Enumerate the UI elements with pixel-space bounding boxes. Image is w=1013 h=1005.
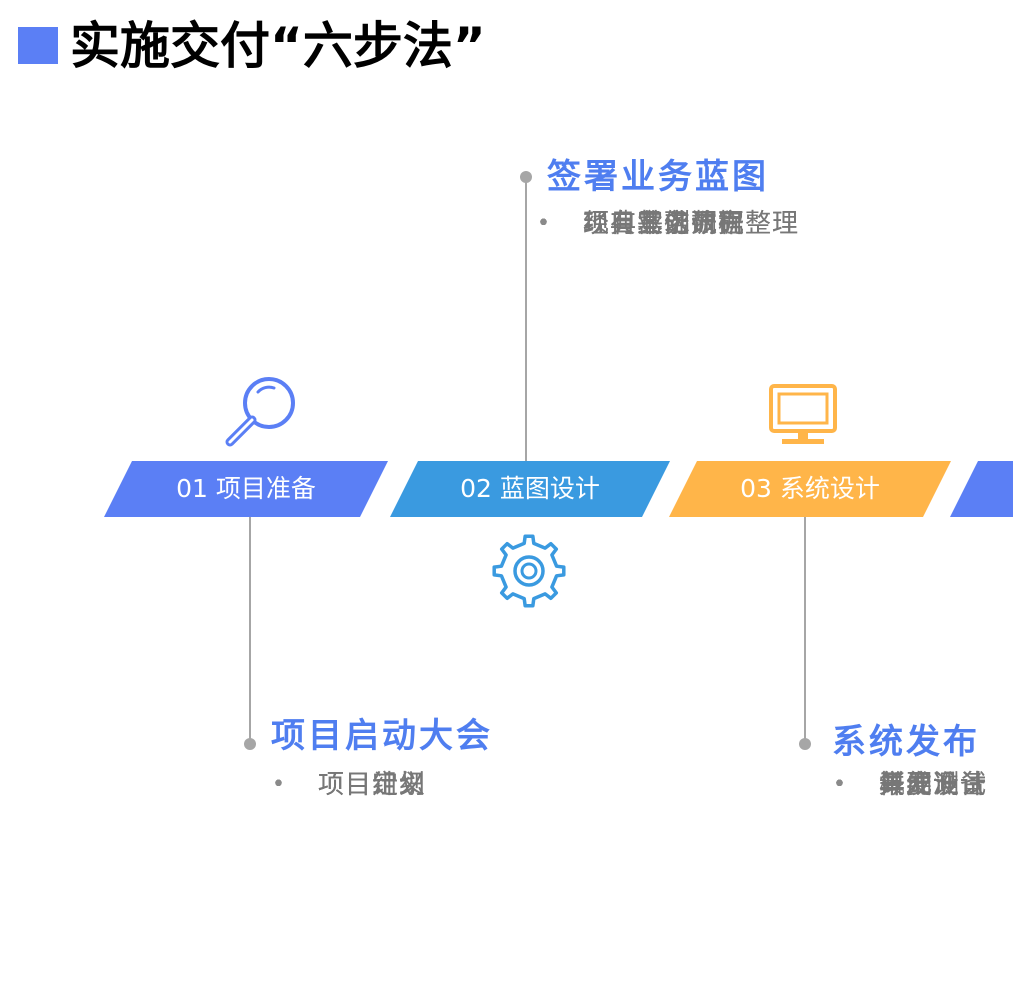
bullet: • xyxy=(833,772,847,797)
bullet: • xyxy=(833,772,847,797)
step-2-blueprint: 02 蓝图设计 xyxy=(390,461,670,517)
bullet: • xyxy=(833,772,847,797)
step-1-prepare: 01 项目准备 xyxy=(104,461,388,517)
bullet: • xyxy=(537,211,551,236)
title-square-marker xyxy=(18,27,58,64)
step-3-system-design: 03 系统设计 xyxy=(669,461,951,517)
bullet: • xyxy=(537,211,551,236)
blueprint-connector-line xyxy=(525,177,527,461)
monitor-icon xyxy=(769,384,837,444)
step-4-partial xyxy=(950,461,1013,517)
bullet: • xyxy=(537,211,551,236)
bullet: • xyxy=(272,772,286,797)
kickoff-connector-dot xyxy=(244,738,256,750)
blueprint-block-title: 签署业务蓝图 xyxy=(547,157,769,197)
kickoff-connector-line xyxy=(249,517,251,743)
kickoff-block-title: 项目启动大会 xyxy=(271,716,493,756)
gear-icon xyxy=(492,534,566,608)
bullet: • xyxy=(272,772,286,797)
gear-outline xyxy=(492,534,566,608)
magnifier-icon xyxy=(225,377,295,447)
bullet: • xyxy=(272,772,286,797)
release-block-title: 系统发布 xyxy=(832,722,980,762)
release-connector-line xyxy=(804,517,806,743)
bullet: • xyxy=(833,772,847,797)
page-title: 实施交付“六步法” xyxy=(70,17,486,75)
release-connector-dot xyxy=(799,738,811,750)
bullet: • xyxy=(537,211,551,236)
bullet: • xyxy=(833,772,847,797)
